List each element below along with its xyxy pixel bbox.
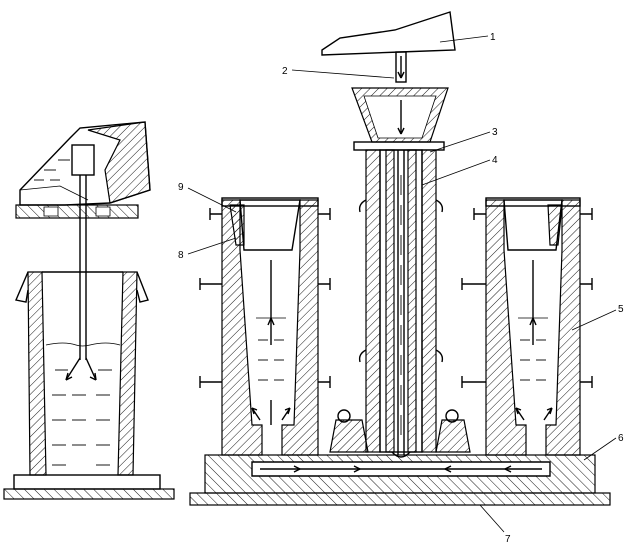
right-ladle	[321, 11, 456, 56]
label-3: 3	[492, 127, 498, 138]
left-stopper	[71, 144, 95, 176]
left-mold-liquid-lines	[52, 369, 112, 466]
central-pipe-outer-left	[365, 149, 381, 453]
bottom-pouring-assembly	[189, 11, 611, 506]
label-8: 8	[178, 250, 184, 261]
left-ladle-liquid-lines	[34, 159, 70, 181]
left-mold-wall-right	[117, 271, 138, 476]
ground	[189, 492, 611, 506]
label-4: 4	[492, 155, 498, 166]
left-ladle-lining	[87, 121, 151, 204]
left-mold-wall-left	[27, 271, 47, 476]
label-6: 6	[618, 433, 624, 444]
right-right-mold-wall	[485, 199, 527, 456]
right-right-mold-liquid-lines	[520, 339, 546, 381]
central-pipe-outer-right	[421, 149, 437, 453]
label-9: 9	[178, 182, 184, 193]
left-base-plate	[13, 474, 161, 490]
label-5: 5	[618, 304, 624, 315]
left-ground	[3, 488, 175, 500]
label-1: 1	[490, 32, 496, 43]
label-7: 7	[505, 534, 511, 545]
top-pouring-assembly	[3, 121, 175, 500]
label-2: 2	[282, 66, 288, 77]
callouts: 1 2 3 4 5 6 7 8 9	[178, 32, 624, 545]
right-left-mold-liquid-lines	[258, 339, 284, 381]
left-ladle-bottom	[15, 204, 139, 219]
